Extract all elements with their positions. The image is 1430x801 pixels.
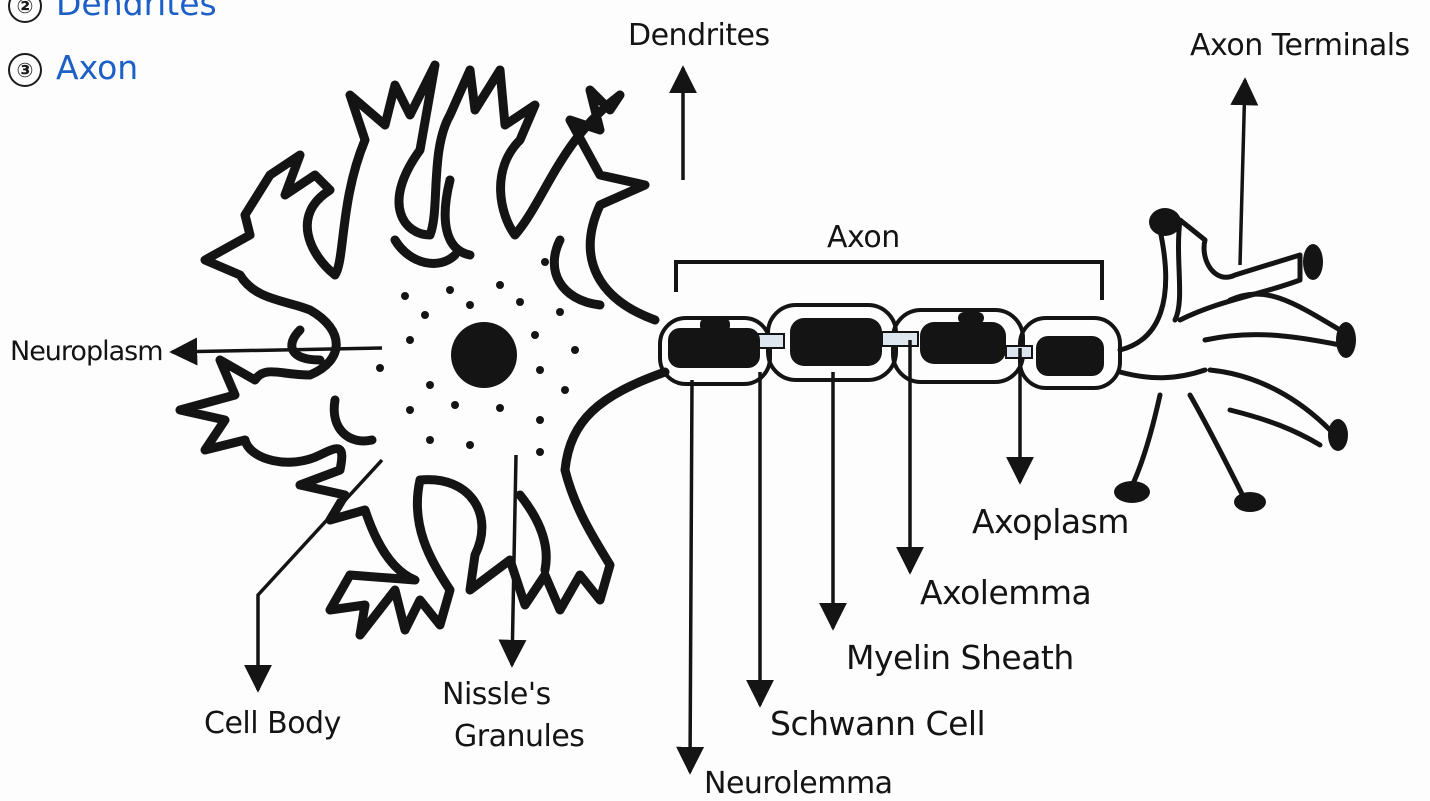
legend-item-dendrites: ② Dendrites xyxy=(8,0,217,23)
label-dendrites: Dendrites xyxy=(628,18,770,53)
legend-item-axon: ③ Axon xyxy=(8,48,138,87)
nucleus xyxy=(451,322,517,388)
label-axon: Axon xyxy=(827,220,900,255)
label-nissles-granules-line2: Granules xyxy=(454,719,584,754)
label-axoplasm: Axoplasm xyxy=(972,502,1129,541)
label-axolemma: Axolemma xyxy=(920,573,1091,612)
legend-text: Dendrites xyxy=(56,0,217,23)
legend-text: Axon xyxy=(56,48,138,87)
axon-bracket xyxy=(676,262,1102,300)
label-nissles-granules-line1: Nissle's xyxy=(442,677,551,712)
synaptic-knobs xyxy=(1114,208,1356,512)
label-schwann-cell: Schwann Cell xyxy=(770,704,985,743)
legend-number: ② xyxy=(8,0,42,23)
legend-number: ③ xyxy=(8,53,42,87)
label-axon-terminals: Axon Terminals xyxy=(1190,28,1410,63)
label-neuroplasm: Neuroplasm xyxy=(10,336,163,367)
label-myelin-sheath: Myelin Sheath xyxy=(846,638,1074,677)
label-neurolemma: Neurolemma xyxy=(704,766,893,801)
label-cell-body: Cell Body xyxy=(204,706,341,741)
